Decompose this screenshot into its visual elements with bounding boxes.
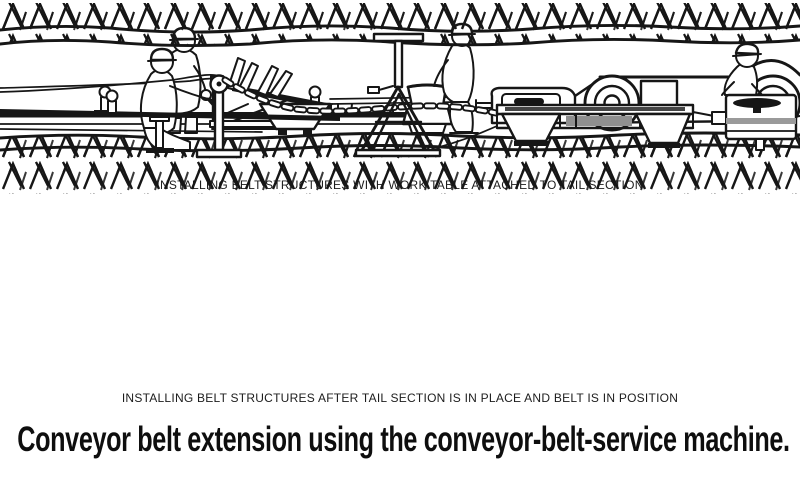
roof-jack <box>354 32 498 158</box>
worker-figure-operator <box>721 42 763 96</box>
belt-service-control <box>711 93 798 151</box>
load-shade <box>566 116 632 126</box>
belt-over-pulley <box>0 73 220 93</box>
worker-figure-kneeling <box>139 47 213 151</box>
flat-car <box>495 103 715 148</box>
machine-handle <box>733 98 781 108</box>
panel-2-illustration <box>0 9 800 194</box>
panel-2-caption: INSTALLING BELT STRUCTURES AFTER TAIL SE… <box>121 391 679 405</box>
hard-hat <box>734 42 760 56</box>
roller-stand <box>99 89 125 117</box>
hard-hat <box>149 47 175 62</box>
figure-title: Conveyor belt extension using the convey… <box>17 420 790 459</box>
t-stand <box>146 116 174 153</box>
belt-structure-load <box>505 107 685 111</box>
machine-stripe <box>726 118 796 124</box>
belt-rail <box>0 109 340 121</box>
pull-chain <box>221 76 500 117</box>
machine-handle <box>514 98 544 105</box>
